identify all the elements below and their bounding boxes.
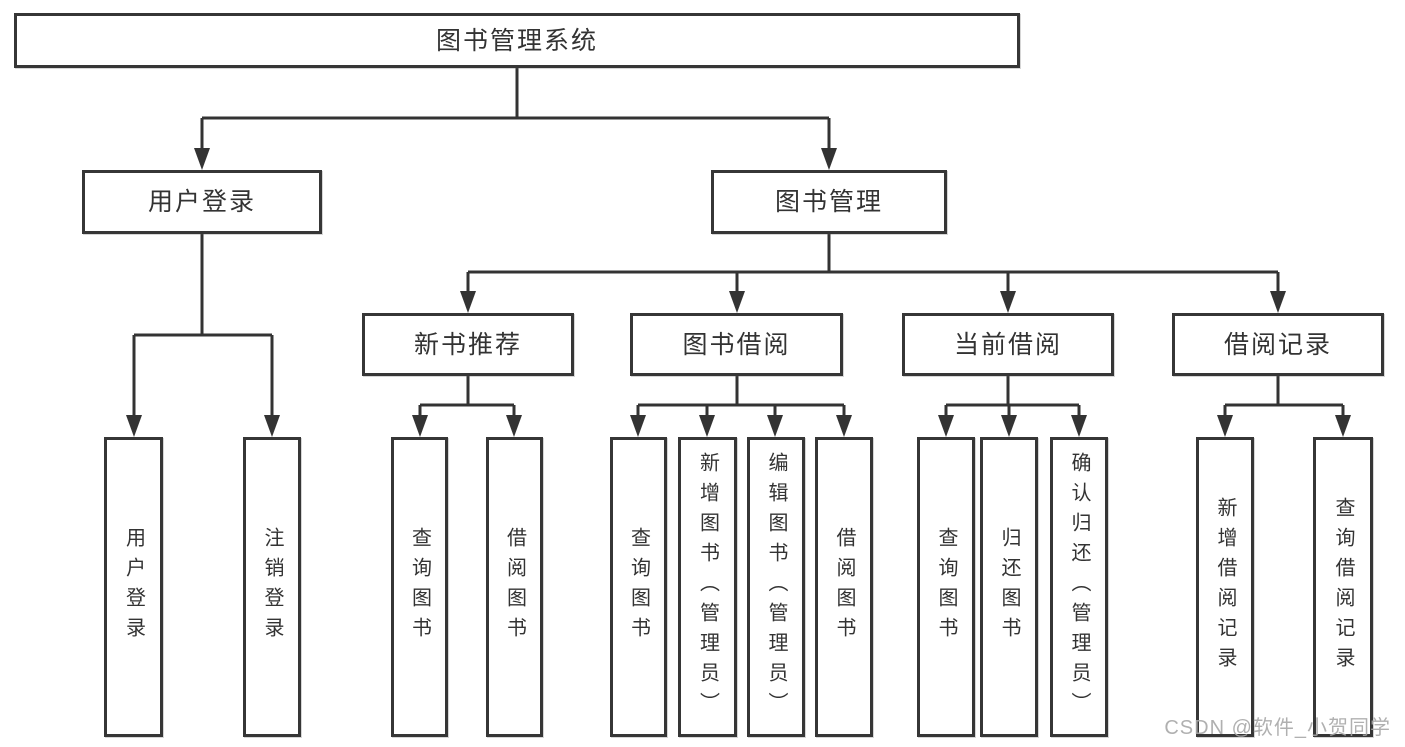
node-leaf-query-borrow-record: 查询借阅记录 xyxy=(1313,437,1373,737)
node-leaf-add-borrow-record-label: 新增借阅记录 xyxy=(1214,497,1236,677)
node-leaf-query-borrow-record-label: 查询借阅记录 xyxy=(1332,497,1354,677)
node-current-borrowing: 当前借阅 xyxy=(902,313,1114,376)
node-root: 图书管理系统 xyxy=(14,13,1020,68)
node-user-login: 用户登录 xyxy=(82,170,322,234)
node-book-borrowing: 图书借阅 xyxy=(630,313,843,376)
node-user-login-label: 用户登录 xyxy=(147,188,256,216)
node-leaf-logout-label: 注销登录 xyxy=(261,527,283,647)
node-leaf-add-books-admin: 新增图书（管理员） xyxy=(678,437,737,737)
node-book-management: 图书管理 xyxy=(711,170,947,234)
node-leaf-return-books-label: 归还图书 xyxy=(998,527,1020,647)
node-leaf-borrow-books-1-label: 借阅图书 xyxy=(503,527,526,647)
watermark: CSDN @软件_小贺同学 xyxy=(1164,717,1391,739)
node-leaf-query-books-2-label: 查询图书 xyxy=(627,527,650,647)
node-leaf-query-books-3-label: 查询图书 xyxy=(935,527,957,647)
node-book-management-label: 图书管理 xyxy=(774,188,883,216)
node-leaf-query-books-2: 查询图书 xyxy=(610,437,667,737)
node-current-borrowing-label: 当前借阅 xyxy=(953,330,1062,359)
node-leaf-query-books-1: 查询图书 xyxy=(391,437,448,737)
node-leaf-add-borrow-record: 新增借阅记录 xyxy=(1196,437,1254,737)
node-leaf-edit-books-admin-label: 编辑图书（管理员） xyxy=(765,452,787,722)
node-borrowing-records-label: 借阅记录 xyxy=(1223,330,1332,359)
node-leaf-borrow-books-2: 借阅图书 xyxy=(815,437,873,737)
node-new-book-recommend-label: 新书推荐 xyxy=(413,330,522,359)
node-leaf-query-books-1-label: 查询图书 xyxy=(408,527,431,647)
node-leaf-confirm-return-admin: 确认归还（管理员） xyxy=(1050,437,1108,737)
node-book-borrowing-label: 图书借阅 xyxy=(682,330,791,359)
node-leaf-add-books-admin-label: 新增图书（管理员） xyxy=(696,452,719,722)
node-leaf-borrow-books-2-label: 借阅图书 xyxy=(833,527,855,647)
node-borrowing-records: 借阅记录 xyxy=(1172,313,1384,376)
node-leaf-user-login: 用户登录 xyxy=(104,437,163,737)
node-leaf-query-books-3: 查询图书 xyxy=(917,437,975,737)
node-leaf-edit-books-admin: 编辑图书（管理员） xyxy=(747,437,805,737)
node-leaf-return-books: 归还图书 xyxy=(980,437,1038,737)
node-leaf-logout: 注销登录 xyxy=(243,437,301,737)
node-root-label: 图书管理系统 xyxy=(435,26,598,55)
node-new-book-recommend: 新书推荐 xyxy=(362,313,574,376)
node-leaf-confirm-return-admin-label: 确认归还（管理员） xyxy=(1068,452,1090,722)
node-leaf-borrow-books-1: 借阅图书 xyxy=(486,437,543,737)
node-leaf-user-login-label: 用户登录 xyxy=(122,527,145,647)
